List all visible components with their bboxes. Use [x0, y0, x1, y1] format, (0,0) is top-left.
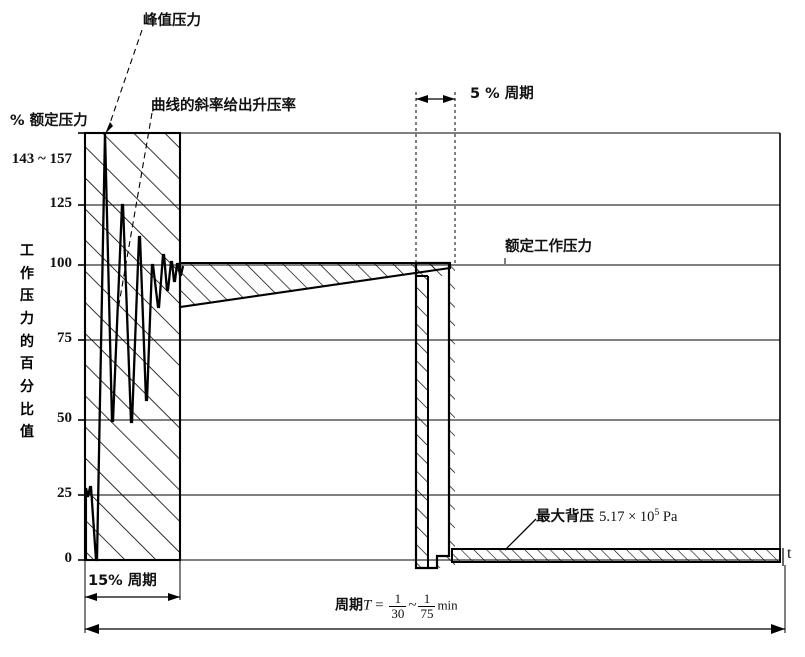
rated-pressure-band — [178, 261, 452, 309]
five-percent-arrow-right — [443, 95, 455, 103]
back-pressure-leader — [504, 518, 537, 551]
grid-lines — [85, 132, 780, 561]
y-axis-title-char: 工 — [20, 243, 34, 259]
period-symbol: T — [363, 597, 372, 614]
period-tilde: ~ — [408, 597, 417, 614]
y-tick-75: 75 — [57, 330, 72, 346]
peak-pressure-arrowhead — [105, 122, 113, 134]
slope-rate-leader — [117, 112, 153, 311]
y-axis-title-char: 百 — [20, 356, 34, 373]
period-unit: min — [437, 597, 458, 613]
y-tick-50: 50 — [57, 410, 72, 426]
annotation-slope-rate: 曲线的斜率给出升压率 — [151, 98, 296, 114]
y-tick-25: 25 — [57, 485, 72, 501]
falling-edge-band — [414, 261, 455, 570]
t-axis-label: t — [787, 545, 792, 562]
max-back-pressure-exponent: 5 — [654, 507, 660, 518]
five-percent-dimension — [415, 92, 456, 265]
annotation-fifteen-percent-cycle: 15% 周期 — [88, 573, 157, 589]
y-tick-157: 143 ~ 157 — [11, 151, 72, 167]
period-frac1-numerator: 1 — [389, 592, 407, 607]
y-axis-title-char: 压 — [20, 288, 34, 305]
fifteen-percent-dimension — [84, 560, 181, 600]
annotation-five-percent-cycle: 5 % 周期 — [470, 86, 534, 102]
y-axis-title-char: 的 — [20, 333, 34, 350]
fifteen-percent-arrow-right — [168, 593, 180, 601]
max-back-pressure-unit: Pa — [659, 508, 678, 525]
y-tick-100: 100 — [49, 255, 73, 271]
period-equals: = — [375, 597, 384, 614]
peak-pressure-leader — [107, 29, 143, 130]
annotation-peak-pressure: 峰值压力 — [143, 13, 201, 29]
five-percent-arrow-left — [416, 95, 428, 103]
transient-pressure-waveform — [84, 132, 185, 562]
period-arrow-right — [771, 624, 785, 634]
y-axis-title-char: 比 — [20, 401, 34, 418]
y-axis-title-char: 分 — [20, 379, 34, 396]
y-axis-title-char: 作 — [20, 265, 34, 282]
y-tick-0: 0 — [64, 550, 73, 566]
max-back-pressure-band — [451, 548, 781, 563]
annotation-rated-working-pressure: 额定工作压力 — [505, 239, 592, 255]
y-axis-unit-title: % 额定压力 — [10, 113, 88, 129]
y-axis-title: 工 作 压 力 的 百 分 比 值 — [16, 240, 38, 444]
period-frac1-denominator: 30 — [391, 605, 405, 621]
fifteen-percent-arrow-left — [85, 593, 97, 601]
y-tick-125: 125 — [49, 195, 73, 211]
period-frac2-numerator: 1 — [418, 592, 436, 607]
max-back-pressure-label: 最大背压 — [536, 508, 600, 525]
period-arrow-left — [85, 624, 99, 634]
period-prefix: 周期 — [335, 597, 363, 614]
y-axis-title-char: 力 — [20, 311, 34, 328]
chart-frame — [84, 133, 781, 560]
y-axis-title-char: 值 — [20, 424, 34, 441]
annotation-max-back-pressure: 最大背压 5.17 × 105 Pa — [536, 507, 678, 525]
y-axis-ticks — [78, 132, 85, 561]
period-frac2-denominator: 75 — [420, 605, 434, 621]
period-dimension — [84, 565, 786, 633]
max-back-pressure-value: 5.17 × 10 — [599, 508, 655, 525]
